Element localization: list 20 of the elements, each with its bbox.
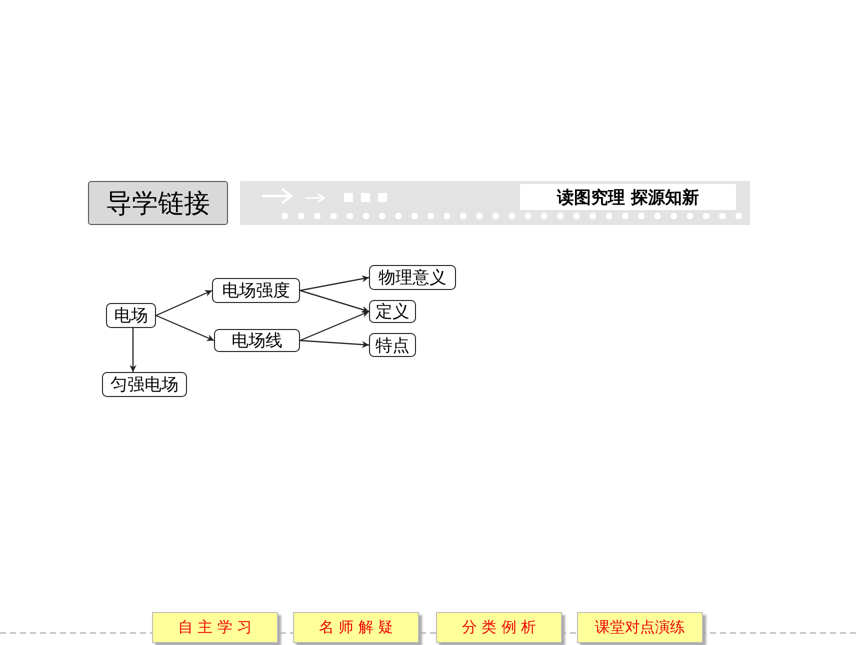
arrow xyxy=(300,290,370,313)
arrow xyxy=(300,340,370,348)
nav-tab: 名 师 解 疑 xyxy=(293,612,419,643)
concept-box: 物理意义 xyxy=(369,265,456,290)
concept-box: 电场 xyxy=(106,303,156,328)
nav-tab: 分 类 例 析 xyxy=(436,612,562,643)
arrow xyxy=(300,275,370,292)
nav-tab: 课堂对点演练 xyxy=(577,612,703,643)
concept-box: 电场线 xyxy=(214,329,300,352)
arrow xyxy=(156,290,212,316)
concept-box: 特点 xyxy=(369,333,416,357)
section-title: 导学链接 xyxy=(88,181,228,225)
concept-box: 定义 xyxy=(369,300,416,323)
concept-box: 匀强电场 xyxy=(102,372,187,397)
concept-box: 电场强度 xyxy=(212,278,300,303)
arrow xyxy=(130,328,136,372)
nav-tab: 自 主 学 习 xyxy=(152,612,278,643)
arrow xyxy=(300,310,370,342)
arrow xyxy=(156,314,214,342)
header-slogan: 读图究理 探源知新 xyxy=(520,184,736,210)
